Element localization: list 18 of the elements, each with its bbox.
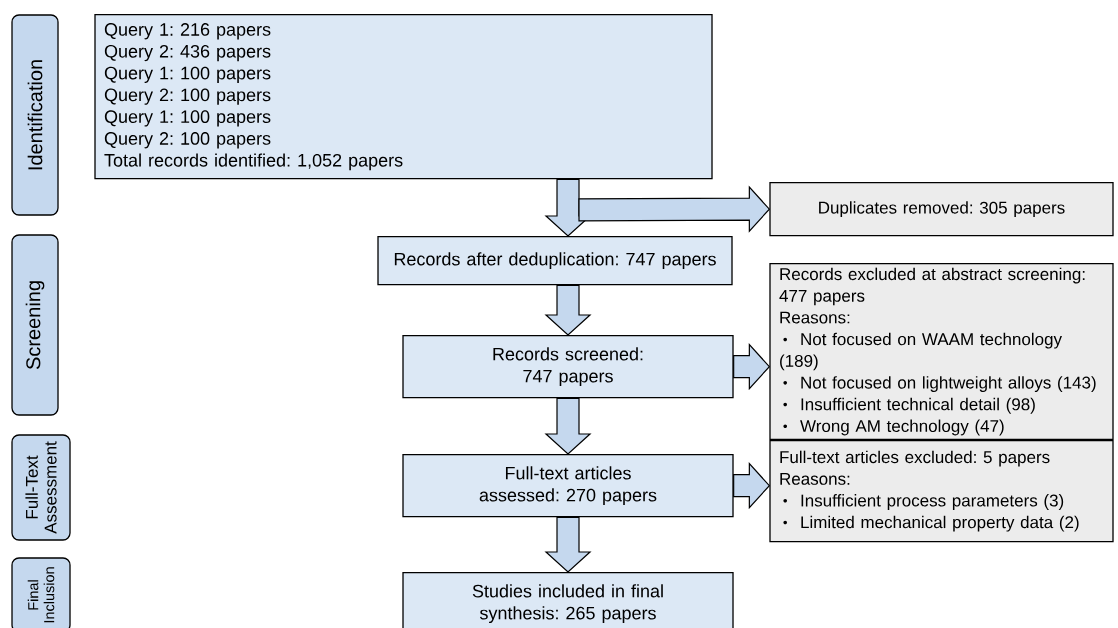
block-arrow (733, 462, 771, 510)
process-box: Records screened: 747 papers (402, 335, 734, 399)
stage-label: Identification (11, 14, 59, 216)
block-arrow (544, 284, 592, 336)
stage-label: Final Inclusion (11, 557, 71, 628)
process-box: Records excluded at abstract screening: 477 papers Reasons: Not focused on WAAM technology (189) Not focused on lightweight alloys (143) Insufficient technical detail (98) Wrong AM technology (47) (769, 263, 1114, 441)
block-arrow (544, 516, 592, 573)
process-box: Records after deduplication: 747 papers (377, 236, 733, 286)
stage-label: Screening (11, 234, 59, 416)
process-box: Full-text articles assessed: 270 papers (402, 454, 734, 518)
stage-label: Full-Text Assessment (11, 434, 71, 541)
process-box: Query 1: 216 papers Query 2: 436 papers Query 1: 100 papers Query 2: 100 papers Query 1: 100 papers Query 2: 100 papers Total records identified: 1,052 papers (94, 14, 713, 180)
process-box: Studies included in final synthesis: 265 papers (402, 572, 734, 628)
block-arrow (544, 397, 592, 455)
process-box: Full-text articles excluded: 5 papers Reasons: Insufficient process parameters (3) Limited mechanical property data (2) (769, 440, 1114, 543)
block-arrow (733, 343, 771, 391)
process-box: Duplicates removed: 305 papers (769, 182, 1114, 237)
block-arrow (578, 185, 771, 233)
